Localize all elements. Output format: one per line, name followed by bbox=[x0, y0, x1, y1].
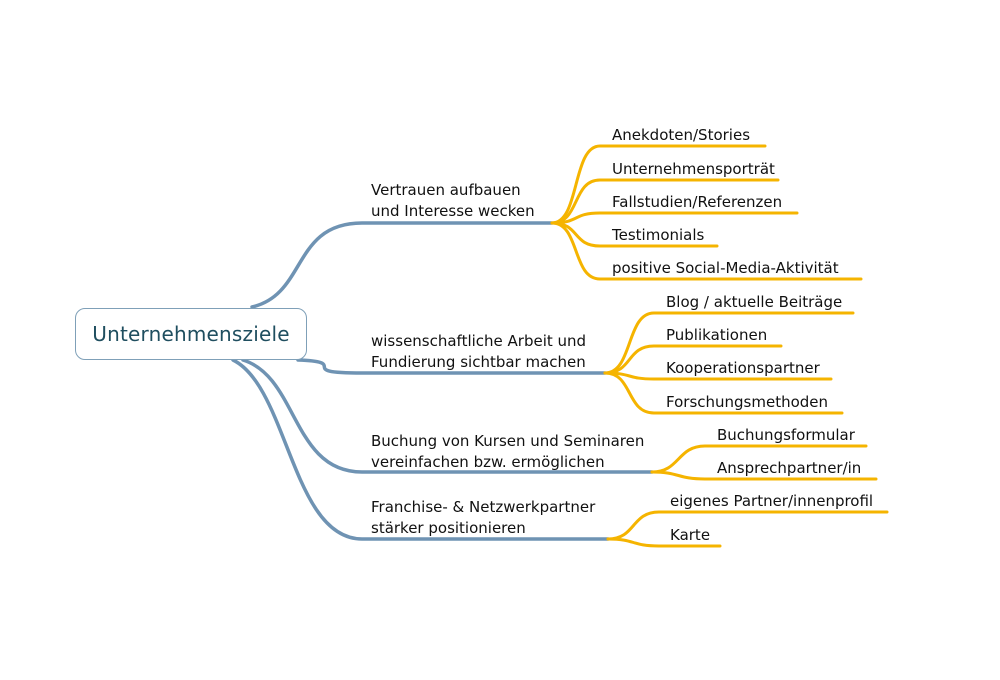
branch-label-line: Fundierung sichtbar machen bbox=[371, 353, 586, 371]
branch-label-line: Buchung von Kursen und Seminaren bbox=[371, 432, 645, 450]
leaf-anekdoten[interactable]: Anekdoten/Stories bbox=[612, 126, 751, 144]
sub-branch-line-2-4 bbox=[603, 371, 844, 415]
leaf-forschungsmethoden[interactable]: Forschungsmethoden bbox=[666, 393, 829, 411]
leaf-buchungsformular[interactable]: Buchungsformular bbox=[717, 426, 855, 444]
main-branch-line-4 bbox=[231, 358, 610, 541]
leaf-ansprechpartner[interactable]: Ansprechpartner/in bbox=[717, 459, 862, 477]
leaf-publikationen[interactable]: Publikationen bbox=[666, 326, 768, 344]
sub-branch-line-3-2 bbox=[650, 470, 878, 481]
sub-branch-line-1-3 bbox=[550, 211, 799, 225]
sub-branch-line-2-1 bbox=[603, 311, 855, 375]
branch-label-line: stärker positionieren bbox=[371, 519, 526, 537]
branch-label-buchung[interactable]: Buchung von Kursen und Seminaren vereinf… bbox=[371, 431, 644, 473]
leaf-karte[interactable]: Karte bbox=[670, 526, 711, 544]
branch-label-line: vereinfachen bzw. ermöglichen bbox=[371, 453, 605, 471]
sub-branch-line-1-1 bbox=[550, 144, 767, 225]
branch-label-line: wissenschaftliche Arbeit und bbox=[371, 332, 587, 350]
sub-branch-line-4-2 bbox=[606, 537, 722, 548]
branch-label-line: Franchise- & Netzwerkpartner bbox=[371, 498, 596, 516]
leaf-testimonials[interactable]: Testimonials bbox=[612, 226, 705, 244]
leaf-social-media[interactable]: positive Social-Media-Aktivität bbox=[612, 259, 839, 277]
branch-label-line: Vertrauen aufbauen bbox=[371, 181, 521, 199]
leaf-kooperationspartner[interactable]: Kooperationspartner bbox=[666, 359, 820, 377]
main-branch-line-2 bbox=[296, 358, 607, 375]
branch-label-vertrauen[interactable]: Vertrauen aufbauen und Interesse wecken bbox=[371, 180, 535, 222]
branch-label-franchise[interactable]: Franchise- & Netzwerkpartner stärker pos… bbox=[371, 497, 595, 539]
sub-branch-line-1-5 bbox=[550, 221, 863, 281]
leaf-unternehmensportraet[interactable]: Unternehmensporträt bbox=[612, 160, 775, 178]
root-node[interactable]: Unternehmensziele bbox=[75, 308, 307, 360]
leaf-partnerprofil[interactable]: eigenes Partner/innenprofil bbox=[670, 492, 874, 510]
branch-label-line: und Interesse wecken bbox=[371, 202, 535, 220]
leaf-fallstudien[interactable]: Fallstudien/Referenzen bbox=[612, 193, 783, 211]
sub-branch-line-4-1 bbox=[606, 510, 889, 541]
leaf-blog[interactable]: Blog / aktuelle Beiträge bbox=[666, 293, 843, 311]
main-branch-line-3 bbox=[241, 358, 654, 474]
main-branch-line-1 bbox=[250, 221, 554, 309]
branch-label-wissenschaft[interactable]: wissenschaftliche Arbeit und Fundierung … bbox=[371, 331, 586, 373]
